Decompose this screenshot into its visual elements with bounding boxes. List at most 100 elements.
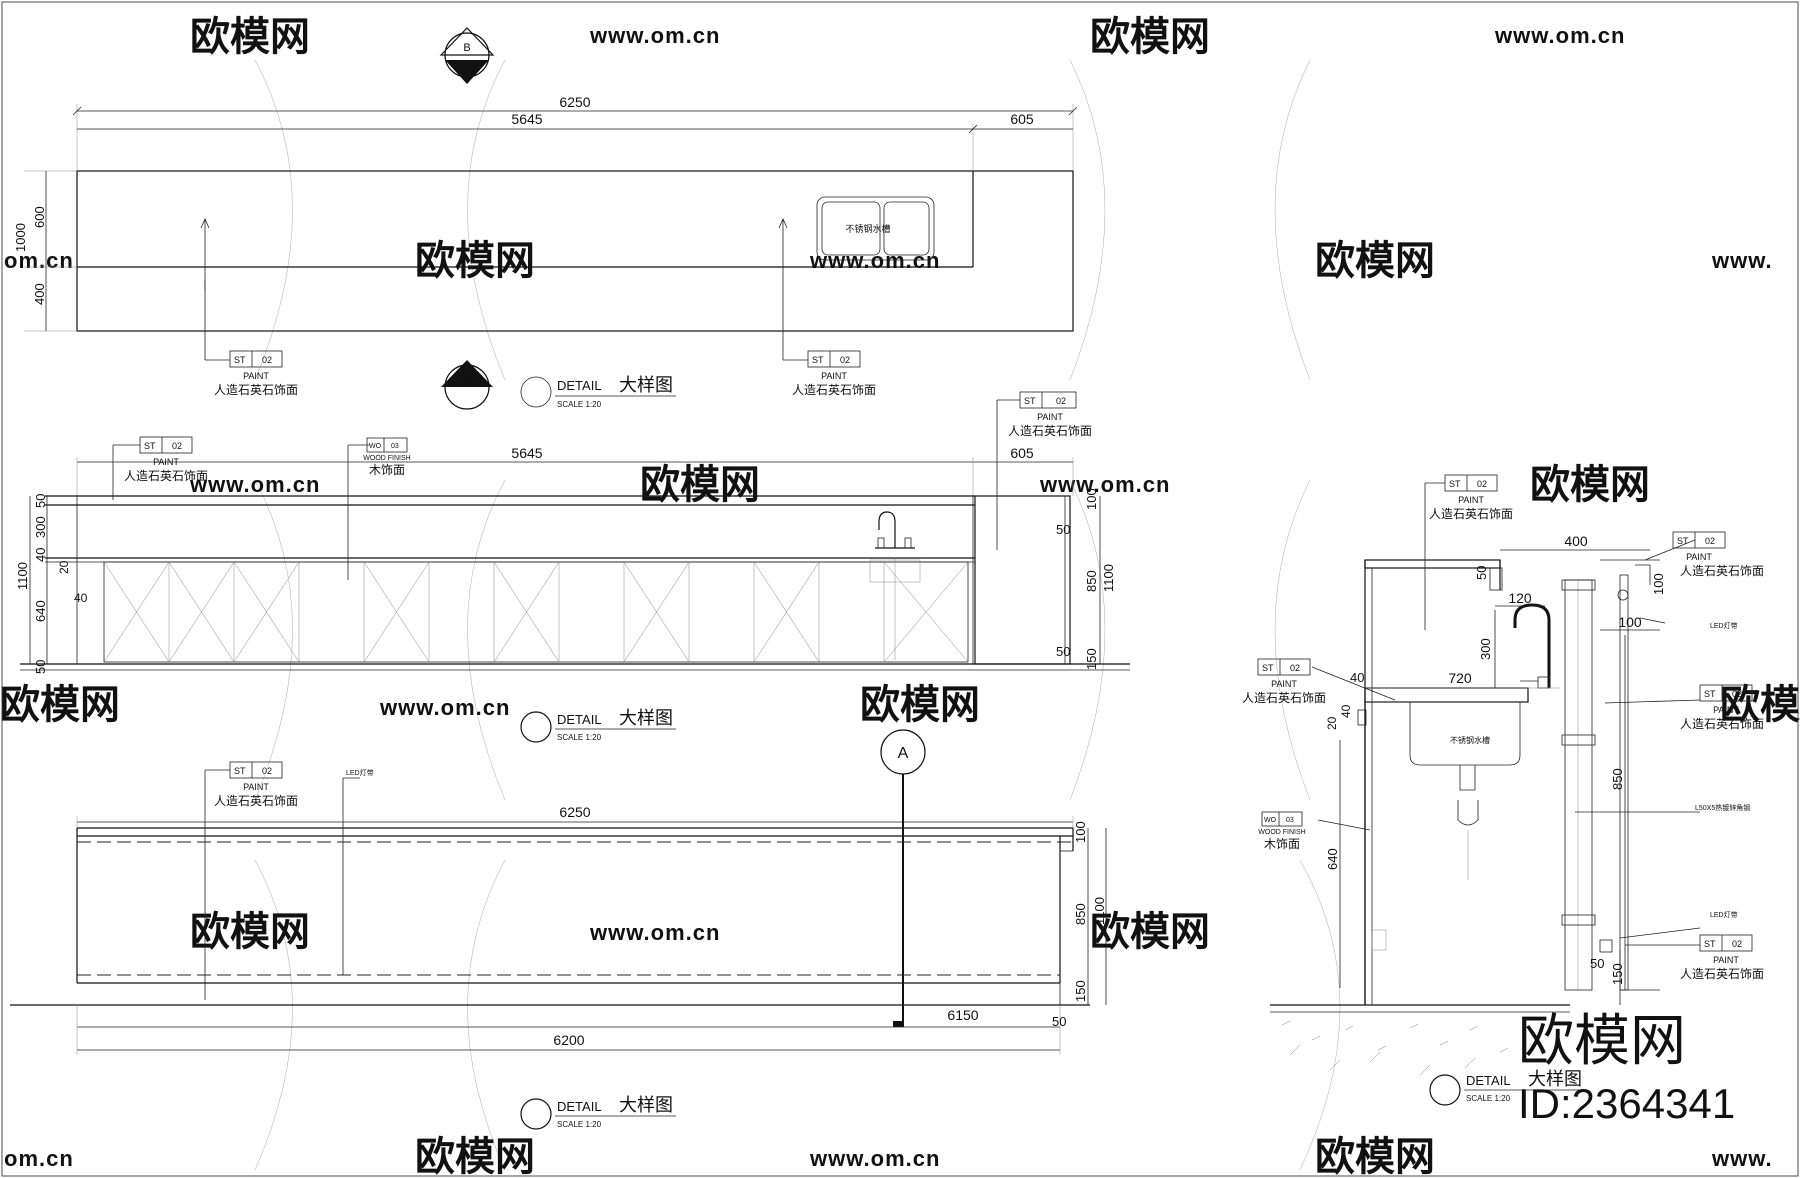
front-dim-left: 300	[33, 516, 48, 538]
plan-dim-depth-top: 600	[32, 206, 47, 228]
tag-paint: PAINT	[153, 457, 179, 467]
section-sink: 不锈钢水槽	[1409, 702, 1521, 880]
detail-word: DETAIL	[1466, 1073, 1511, 1088]
tag-num: 02	[262, 355, 272, 365]
section-marker-label: A	[463, 374, 471, 386]
detail-scale: SCALE 1:20	[557, 1120, 602, 1129]
faucet-icon	[1513, 603, 1551, 689]
section-dim: 300	[1478, 638, 1493, 660]
faucet-icon	[869, 511, 921, 660]
tag-paint: PAINT	[1037, 412, 1063, 422]
watermark-url: www.om.cn	[189, 472, 320, 497]
plan-sink: 不锈钢水槽	[816, 196, 935, 261]
rear-dim-right: 1100	[1092, 897, 1107, 925]
tag-desc: 人造石英石饰面	[1680, 967, 1764, 981]
wood-tag: WO 03 WOOD FINISH 木饰面	[363, 437, 411, 477]
tag-paint: PAINT	[1686, 552, 1712, 562]
tag-paint: PAINT	[1713, 955, 1739, 965]
front-dim-left: 50	[33, 494, 48, 508]
tag-code: ST	[144, 441, 156, 451]
detail-title-text: 大样图	[1528, 1069, 1582, 1089]
rear-elevation: A 6250 6150 6200 100 850 1100 150 50	[10, 729, 1107, 1130]
watermark-url: www.om.cn	[1494, 23, 1625, 48]
watermark-url-partial: om.cn	[4, 248, 74, 273]
front-dim-right: 100	[1084, 488, 1099, 510]
tag-code: ST	[1704, 689, 1716, 699]
tag-desc: 人造石英石饰面	[1680, 564, 1764, 578]
section-dim: 40	[1350, 670, 1364, 685]
tag-code: WO	[369, 443, 382, 450]
front-dim-left: 40	[74, 591, 88, 605]
material-tag: ST 02 PAINT 人造石英石饰面	[1680, 684, 1764, 731]
section-marker-label: A	[898, 745, 909, 762]
tag-code: ST	[1262, 663, 1274, 673]
watermark-url: www.om.cn	[809, 248, 940, 273]
front-dim-right: 150	[1084, 648, 1099, 670]
watermark-brand: 欧模网	[1315, 239, 1435, 283]
tag-code: ST	[812, 355, 824, 365]
watermark-url-partial: www.	[1711, 248, 1773, 273]
watermark-brand: 欧模网	[640, 463, 760, 507]
watermark-url: www.om.cn	[379, 695, 510, 720]
tag-num: 02	[1732, 689, 1742, 699]
section-marker: B	[439, 27, 495, 84]
tag-paint: PAINT	[243, 782, 269, 792]
watermark-brand: 欧模网	[860, 683, 980, 727]
tag-paint: PAINT	[1713, 705, 1739, 715]
section-marker: A	[441, 360, 493, 410]
material-tag: ST 02 PAINT 人造石英石饰面	[1429, 474, 1513, 521]
section-dim: 120	[1508, 590, 1532, 606]
front-dim-right: 1100	[1101, 564, 1116, 592]
section-marker-label: B	[463, 42, 470, 54]
watermark-brand: 欧模网	[1090, 15, 1210, 59]
plan-view: B 6250 5645 605 不锈钢水槽 1000 600 400	[13, 27, 1078, 410]
detail-title: DETAIL 大样图 SCALE 1:20	[520, 1095, 676, 1130]
material-tag: ST 02 PAINT 人造石英石饰面	[1242, 658, 1326, 705]
tag-desc: 人造石英石饰面	[1680, 717, 1764, 731]
watermark-brand: 欧模网	[1530, 463, 1650, 507]
plan-dim-depth-bottom: 400	[32, 283, 47, 305]
detail-scale: SCALE 1:20	[557, 400, 602, 409]
section-dim: 400	[1564, 533, 1588, 549]
tag-num: 02	[172, 441, 182, 451]
tag-code: ST	[1704, 939, 1716, 949]
rear-dim-right: 850	[1073, 903, 1088, 925]
tag-desc: 人造石英石饰面	[1429, 507, 1513, 521]
watermark-url-partial: om.cn	[4, 1146, 74, 1171]
section-steel-label: L50X5热镀锌角钢	[1695, 803, 1750, 812]
tag-num: 02	[1056, 396, 1066, 406]
watermark-url: www.om.cn	[1039, 472, 1170, 497]
detail-title-text: 大样图	[619, 375, 673, 395]
tag-num: 02	[840, 355, 850, 365]
section-dim: 850	[1610, 768, 1625, 790]
detail-word: DETAIL	[557, 1099, 602, 1114]
brand-name: 欧模网	[1518, 1009, 1686, 1072]
tag-num: 02	[1290, 663, 1300, 673]
plan-dim-main: 5645	[511, 111, 542, 127]
tag-desc: 木饰面	[369, 463, 405, 477]
watermark-brand: 欧模网	[190, 910, 310, 954]
rear-dim-right: 150	[1073, 980, 1088, 1002]
front-dim-right: 850	[1084, 570, 1099, 592]
detail-title: DETAIL 大样图 SCALE 1:20	[520, 708, 676, 743]
section-sink-label: 不锈钢水槽	[1450, 735, 1490, 745]
front-side-block	[974, 495, 1071, 665]
detail-word: DETAIL	[557, 378, 602, 393]
watermark-url: www.om.cn	[589, 23, 720, 48]
material-tag: ST 02 PAINT 人造石英石饰面	[124, 436, 208, 483]
section-led-label: LED灯带	[1710, 621, 1738, 630]
rear-dim-right: 100	[1073, 821, 1088, 843]
tag-paint: PAINT	[1458, 495, 1484, 505]
tag-desc: 人造石英石饰面	[214, 794, 298, 808]
watermark-layer: 欧模网 www.om.cn 欧模网 www.om.cn 欧模网 www.om.c…	[0, 15, 1800, 1178]
material-tag: ST 02 PAINT 人造石英石饰面	[1680, 934, 1764, 981]
tag-code: ST	[234, 766, 246, 776]
section-detail: 不锈钢水槽 400 50 100 120	[1242, 474, 1764, 1106]
section-led-label: LED灯带	[1710, 910, 1738, 919]
front-elevation: 5645 605	[15, 391, 1130, 743]
watermark-brand: 欧模网	[0, 683, 120, 727]
front-dim-side: 605	[1010, 445, 1034, 461]
tag-desc: 人造石英石饰面	[214, 383, 298, 397]
